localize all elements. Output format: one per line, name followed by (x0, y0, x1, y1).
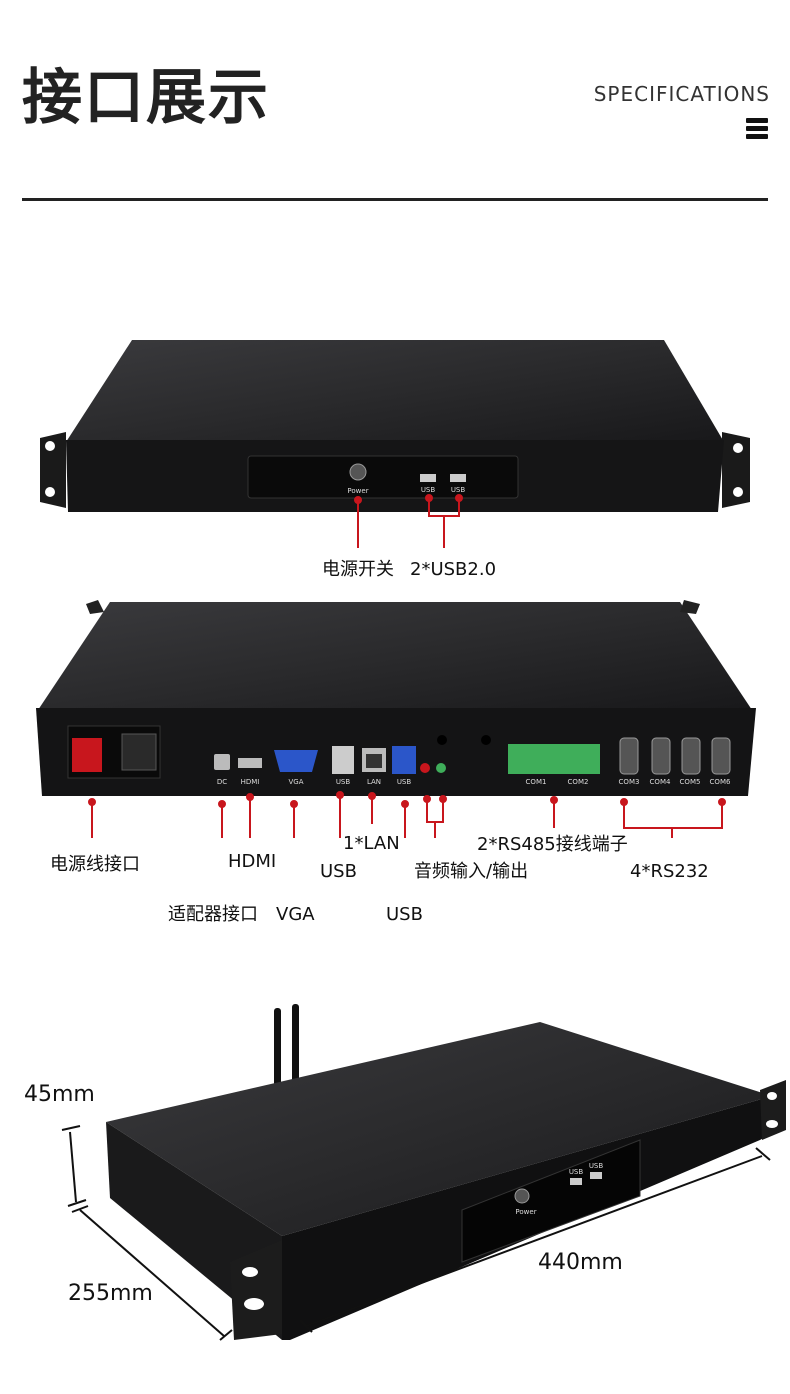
dim-rack-ear-right (760, 1080, 786, 1140)
audio-out-icon (420, 763, 430, 773)
dimension-width: 440mm (538, 1250, 623, 1275)
label-lan: 1*LAN (343, 833, 400, 854)
rear-view-image: DC HDMI VGA USB LAN USB COM1 COM2 COM3 C… (36, 600, 756, 838)
dim-usb-text-b: USB (589, 1162, 604, 1170)
menu-bar-1 (746, 118, 768, 123)
label-usb-b: USB (386, 904, 423, 925)
dim-usb-icon-a (570, 1178, 582, 1185)
rear-hdmi-text: HDMI (241, 778, 260, 786)
rear-com4-text: COM4 (650, 778, 671, 786)
rs485-terminal-icon (508, 744, 600, 774)
rear-usb-text-a: USB (336, 778, 351, 786)
label-usb-a: USB (320, 861, 357, 882)
rear-com5-text: COM5 (680, 778, 701, 786)
usb3-stack-icon-b (392, 746, 416, 774)
rear-chassis-top (38, 602, 752, 710)
antenna-icon-1 (274, 1008, 281, 1088)
menu-icon[interactable] (746, 118, 768, 140)
rocker-switch-icon (72, 738, 102, 772)
label-power-switch: 电源开关 (322, 559, 394, 580)
usb-port-icon-a (420, 474, 436, 482)
rear-com3-text: COM3 (619, 778, 640, 786)
rear-vga-text: VGA (288, 778, 303, 786)
page-title: 接口展示 (22, 63, 270, 133)
label-rs485: 2*RS485接线端子 (477, 834, 628, 855)
db9-icon-com6 (711, 737, 731, 775)
header-divider (22, 198, 768, 201)
hdmi-port-icon (238, 758, 262, 768)
front-usb-text-b: USB (451, 486, 466, 494)
front-view-image: Power USB USB (40, 340, 750, 548)
front-panel (247, 455, 519, 499)
dim-chassis-top (106, 1022, 772, 1236)
dim-power-button-icon (514, 1188, 530, 1204)
page-subtitle: SPECIFICATIONS (593, 82, 770, 106)
rear-com6-text: COM6 (710, 778, 731, 786)
dimension-view-image: Power USB USB (61, 1004, 786, 1341)
db9-icon-com5 (681, 737, 701, 775)
power-button-icon (349, 463, 367, 481)
db9-icon-com4 (651, 737, 671, 775)
label-hdmi: HDMI (228, 851, 277, 872)
dim-usb-icon-b (590, 1172, 602, 1179)
usb-port-icon-b (450, 474, 466, 482)
db9-icon-com3 (619, 737, 639, 775)
dim-front-panel (461, 1139, 641, 1263)
front-usb-text-a: USB (421, 486, 436, 494)
rear-com2-text: COM2 (568, 778, 589, 786)
rack-ear-right (722, 432, 750, 508)
usb-stack-icon-a (332, 746, 354, 774)
dc-jack-icon (214, 754, 230, 770)
label-audio: 音频输入/输出 (414, 861, 529, 882)
label-adapter: 适配器接口 (168, 904, 258, 925)
rear-com1-text: COM1 (526, 778, 547, 786)
menu-bar-3 (746, 134, 768, 139)
dim-power-text: Power (515, 1208, 536, 1216)
vga-port-icon (274, 750, 318, 772)
audio-in-icon (436, 763, 446, 773)
menu-bar-2 (746, 126, 768, 131)
label-front-usb: 2*USB2.0 (410, 559, 497, 580)
dimension-height: 45mm (24, 1082, 95, 1107)
label-rs232: 4*RS232 (630, 861, 709, 882)
antenna-icon-2 (292, 1004, 299, 1084)
rear-lan-text: LAN (367, 778, 381, 786)
front-power-text: Power (347, 487, 368, 495)
dim-usb-text-a: USB (569, 1168, 584, 1176)
label-power-cord: 电源线接口 (50, 854, 140, 875)
rear-dc-text: DC (217, 778, 227, 786)
dimension-depth: 255mm (68, 1281, 153, 1306)
rear-usb-text-b: USB (397, 778, 412, 786)
chassis-top (66, 340, 724, 442)
label-vga: VGA (276, 904, 315, 925)
dim-rack-ear-left (230, 1240, 282, 1340)
